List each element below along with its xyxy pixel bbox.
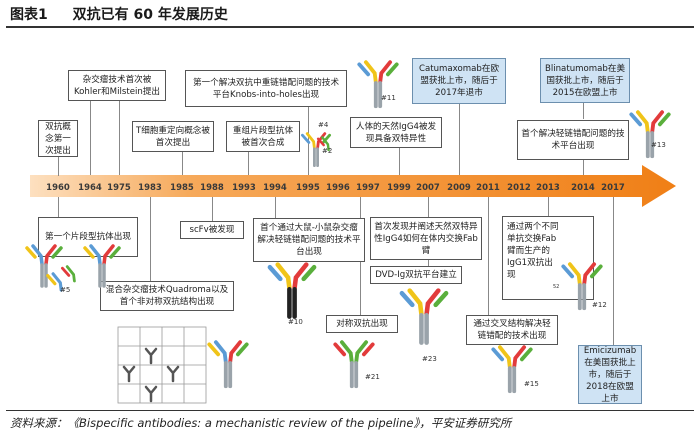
connector bbox=[275, 197, 276, 219]
connector bbox=[459, 104, 460, 175]
antibody-icon bbox=[316, 136, 330, 152]
year-label-1983: 1983 bbox=[138, 183, 162, 193]
antibody-icon bbox=[46, 272, 63, 292]
connector bbox=[428, 259, 429, 266]
year-label-1960: 1960 bbox=[46, 183, 70, 193]
year-label-1996: 1996 bbox=[326, 183, 350, 193]
event-1985: T细胞重定向概念被首次提出 bbox=[132, 121, 214, 152]
connector bbox=[428, 197, 429, 217]
antibody-icon bbox=[83, 244, 121, 288]
event-2012-text: 通过两个不同单抗交换Fab臂而生产的IgG1双抗出现 bbox=[507, 222, 559, 280]
connector bbox=[248, 152, 249, 175]
year-label-2017: 2017 bbox=[601, 183, 625, 193]
tag-5: #5 bbox=[60, 286, 71, 294]
event-1983: 混合杂交瘤技术Quadroma以及首个非对称双抗结构出现 bbox=[100, 281, 234, 311]
year-label-1993: 1993 bbox=[232, 183, 256, 193]
connector bbox=[399, 147, 400, 175]
year-label-2014: 2014 bbox=[571, 183, 595, 193]
tag-2: #2 bbox=[322, 147, 333, 155]
event-2007a: 首次发现并阐述天然双特异性IgG4如何在体内交换Fab臂 bbox=[370, 217, 482, 260]
year-label-1994: 1994 bbox=[263, 183, 287, 193]
antibody-icon bbox=[267, 262, 317, 319]
connector bbox=[58, 197, 59, 217]
tag-10: #10 bbox=[288, 318, 303, 326]
year-label-2012: 2012 bbox=[507, 183, 531, 193]
event-2017: Emicizumab在美国获批上市，随后于2018在欧盟上市 bbox=[578, 345, 642, 404]
tag-13: #13 bbox=[651, 141, 666, 149]
event-1964: 第一个片段型抗体出现 bbox=[38, 217, 138, 257]
connector bbox=[119, 100, 120, 175]
antibody-icon bbox=[399, 288, 449, 345]
tag-11: #11 bbox=[381, 94, 396, 102]
event-1994: 首个通过大鼠-小鼠杂交瘤解决轻链错配问题的技术平台出现 bbox=[253, 218, 365, 262]
event-1999: 人体的天然IgG4被发现具备双特异性 bbox=[350, 117, 442, 148]
top-divider bbox=[6, 26, 694, 28]
connector bbox=[150, 197, 151, 282]
event-1996: 第一个解决双抗中重链错配问题的技术平台Knobs-into-holes出现 bbox=[185, 70, 347, 107]
tag-21: #21 bbox=[365, 373, 380, 381]
tag-15: #15 bbox=[524, 380, 539, 388]
connector bbox=[583, 103, 584, 119]
figure-title: 图表1 双抗已有 60 年发展历史 bbox=[10, 4, 228, 24]
event-1997: 对称双抗出现 bbox=[326, 315, 398, 333]
connector bbox=[613, 197, 614, 345]
event-2007b: DVD-Ig双抗平台建立 bbox=[370, 266, 462, 284]
year-label-1997: 1997 bbox=[356, 183, 380, 193]
year-label-2011: 2011 bbox=[476, 183, 500, 193]
connector bbox=[182, 152, 183, 175]
tag-12: #12 bbox=[592, 301, 607, 309]
connector bbox=[488, 197, 489, 315]
connector bbox=[583, 160, 584, 175]
bottom-divider bbox=[6, 410, 694, 411]
tag-52: 52 bbox=[553, 284, 560, 290]
connector bbox=[90, 100, 91, 175]
event-2014a: Blinatumomab在美国获批上市，随后于2015在欧盟上市 bbox=[540, 58, 630, 103]
year-label-1988: 1988 bbox=[200, 183, 224, 193]
antibody-icon bbox=[629, 110, 671, 159]
year-labels: 1960 1964 1975 1983 1985 1988 1993 1994 1995 1996… bbox=[46, 183, 625, 193]
figure-label: 图表1 bbox=[10, 7, 48, 23]
event-1975: 杂交瘤技术首次被Kohler和Milstein提出 bbox=[68, 70, 166, 101]
year-label-1995: 1995 bbox=[296, 183, 320, 193]
year-label-1964: 1964 bbox=[78, 183, 102, 193]
event-1960: 双抗概念第一次提出 bbox=[38, 120, 78, 157]
antibody-icon bbox=[25, 244, 63, 288]
antibody-icon bbox=[61, 265, 76, 283]
source-note: 资料来源：《Bispecific antibodies: a mechanist… bbox=[10, 416, 512, 430]
connector bbox=[58, 156, 59, 176]
antibody-icon bbox=[357, 60, 399, 109]
tag-4: #4 bbox=[318, 121, 329, 129]
event-1988: scFv被发现 bbox=[180, 221, 244, 239]
tag-23: #23 bbox=[422, 355, 437, 363]
event-2011: 通过交叉结构解决轻链错配的技术出现 bbox=[466, 315, 558, 345]
antibody-icon bbox=[207, 340, 249, 389]
antibody-icon bbox=[561, 262, 603, 311]
year-label-2009: 2009 bbox=[447, 183, 471, 193]
quadroma-grid-icon bbox=[117, 326, 207, 404]
antibody-icon bbox=[333, 340, 375, 389]
event-2014b: 首个解决轻链错配问题的技术平台出现 bbox=[517, 120, 629, 160]
year-label-1985: 1985 bbox=[170, 183, 194, 193]
antibody-icon bbox=[301, 132, 331, 167]
year-label-1975: 1975 bbox=[107, 183, 131, 193]
event-1993: 重组片段型抗体被首次合成 bbox=[226, 121, 300, 152]
antibody-icon bbox=[491, 345, 533, 394]
event-2009: Catumaxomab在欧盟获批上市，随后于2017年退市 bbox=[412, 58, 506, 104]
year-label-2013: 2013 bbox=[536, 183, 560, 193]
figure-title-text: 双抗已有 60 年发展历史 bbox=[72, 7, 228, 23]
year-label-1999: 1999 bbox=[387, 183, 411, 193]
connector bbox=[212, 197, 213, 221]
year-label-2007: 2007 bbox=[416, 183, 440, 193]
connector bbox=[548, 197, 549, 216]
